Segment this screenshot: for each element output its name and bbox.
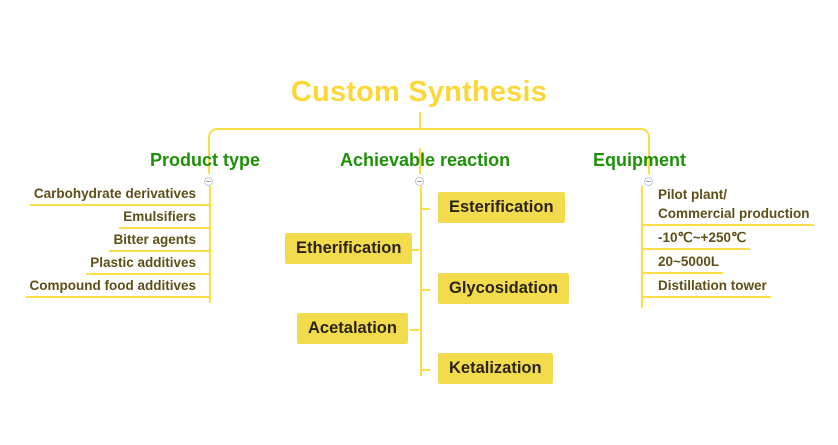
connector-stub [200, 227, 209, 229]
diagram-title: Custom Synthesis [290, 76, 548, 108]
connector-stub [200, 204, 209, 206]
connector-stub [641, 272, 650, 274]
list-item[interactable]: Compound food additives [25, 278, 200, 298]
reaction-chip-ketalization[interactable]: Ketalization [438, 353, 553, 384]
list-item[interactable]: Plastic additives [86, 255, 200, 275]
list-item[interactable]: Emulsifiers [119, 209, 200, 229]
item-underline [650, 272, 724, 274]
item-underline [650, 224, 814, 226]
branch-header-equipment[interactable]: Equipment [593, 150, 686, 170]
connector-stub [200, 296, 209, 298]
branch-header-achievable-reaction[interactable]: Achievable reaction [340, 150, 511, 170]
branch-drop-product [208, 148, 210, 174]
item-underline [650, 296, 771, 298]
list-item[interactable]: Bitter agents [109, 232, 200, 252]
connector-stub [641, 296, 650, 298]
item-underline [29, 204, 200, 206]
connector-stub [641, 224, 650, 226]
connector-stub [410, 329, 419, 331]
reaction-chip-glycosidation[interactable]: Glycosidation [438, 273, 570, 304]
branch-drop-reaction [419, 148, 421, 174]
connector-stub [200, 250, 209, 252]
spine-achievable-reaction [420, 186, 422, 376]
connector-stub [641, 248, 650, 250]
minus-circle-icon-product[interactable] [204, 177, 213, 186]
reaction-chip-acetalation[interactable]: Acetalation [297, 313, 408, 344]
reaction-chip-esterification[interactable]: Esterification [438, 192, 565, 223]
item-underline [119, 227, 200, 229]
title-stem-line [419, 112, 421, 129]
item-underline [25, 296, 200, 298]
spine-equipment [641, 186, 643, 308]
list-item[interactable]: 20~5000L [650, 253, 724, 274]
connector-stub [421, 289, 430, 291]
root-bracket [208, 128, 650, 150]
minus-circle-icon-equipment[interactable] [644, 177, 653, 186]
connector-stub [421, 208, 430, 210]
item-underline [650, 248, 751, 250]
connector-stub [421, 369, 430, 371]
item-underline [109, 250, 200, 252]
reaction-chip-etherification[interactable]: Etherification [285, 233, 413, 264]
branch-header-product-type[interactable]: Product type [150, 150, 261, 170]
list-item[interactable]: Pilot plant/ Commercial production [650, 186, 814, 226]
list-item[interactable]: Carbohydrate derivatives [29, 186, 200, 206]
branch-drop-equipment [648, 148, 650, 174]
item-underline [86, 273, 200, 275]
list-item[interactable]: Distillation tower [650, 277, 771, 298]
spine-product-type [209, 186, 211, 303]
list-item[interactable]: -10℃~+250℃ [650, 229, 751, 250]
minus-circle-icon-reaction[interactable] [415, 177, 424, 186]
connector-stub [410, 249, 419, 251]
connector-stub [200, 273, 209, 275]
